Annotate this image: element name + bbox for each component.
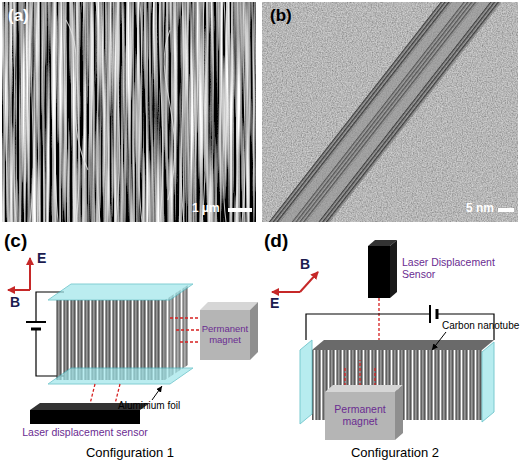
scale-bar: [228, 208, 252, 212]
magnet-face: [325, 392, 395, 440]
fiber: [30, 2, 33, 222]
nanotube-array: [312, 340, 494, 350]
nanotube-body: [262, 2, 518, 222]
fiber: [66, 20, 88, 170]
field-label: E: [37, 250, 46, 266]
fiber: [159, 2, 163, 222]
sem-background: [2, 2, 256, 222]
battery-symbol: [429, 305, 431, 323]
laser-beam: [378, 298, 379, 340]
field-arrow: [300, 272, 318, 292]
part-label: Carbon nanotube: [442, 320, 519, 332]
scale-bar: [498, 208, 514, 212]
field-label: B: [300, 256, 310, 272]
node-text: Laser Displacement Sensor: [402, 256, 512, 280]
aluminium-plate: [48, 284, 193, 300]
fiber: [76, 2, 79, 222]
battery-symbol: [26, 321, 46, 323]
panel-label: (d): [264, 230, 288, 252]
magnet-face: [250, 302, 258, 360]
part-label: Aluminium foil: [118, 400, 180, 412]
aluminium-plate: [48, 368, 193, 384]
sensor-face: [390, 240, 397, 298]
config-caption: Configuration 2: [320, 446, 470, 461]
laser-beam: [374, 366, 375, 386]
config-caption: Configuration 1: [55, 446, 205, 461]
nanotube-core: [262, 2, 513, 222]
field-label: E: [270, 295, 279, 311]
field-arrow: [8, 289, 30, 291]
magnet-face: [200, 310, 250, 360]
fiber: [96, 2, 100, 222]
laser-beam: [90, 384, 95, 404]
fiber: [55, 2, 58, 222]
sem-texture: [2, 2, 256, 222]
scale-label: 5 nm: [466, 202, 494, 216]
wire: [306, 314, 430, 340]
fiber: [202, 2, 205, 222]
magnet-face: [325, 385, 403, 392]
laser-beam: [359, 360, 360, 386]
sensor-box: Laser Displacement Sensor: [368, 246, 390, 298]
field-arrow: [29, 258, 31, 290]
aluminium-plate: [300, 340, 312, 424]
leader-arrow: [432, 332, 446, 350]
field-arrow: [272, 291, 300, 293]
magnet-box: Permanent magnet: [325, 392, 395, 440]
field-label: B: [10, 294, 20, 310]
fiber: [116, 2, 119, 222]
fiber: [181, 2, 184, 222]
scale-label: 1 µm: [192, 202, 220, 216]
magnet-face: [200, 302, 258, 310]
magnet-box: Permanent magnet: [200, 310, 250, 360]
fiber: [164, 30, 175, 200]
fiber: [14, 2, 16, 222]
magnet-face: [395, 385, 403, 440]
fiber: [223, 2, 226, 222]
laser-beam: [180, 341, 200, 342]
leader-arrow: [152, 386, 162, 400]
panel-label: (c): [4, 230, 27, 252]
aluminium-plate: [482, 342, 494, 422]
node-text: Permanent magnet: [325, 403, 395, 427]
laser-beam: [344, 366, 345, 386]
fiber: [139, 2, 142, 222]
panel-label: (b): [270, 6, 292, 26]
node-text: Laser displacement sensor: [10, 426, 160, 438]
nanotube-hollow: [262, 2, 518, 222]
node-text: Permanent magnet: [200, 324, 250, 346]
laser-beam: [176, 329, 200, 330]
fiber: [242, 2, 245, 222]
panel-label: (a): [8, 6, 29, 26]
laser-beam: [170, 317, 200, 318]
sensor-box: Laser displacement sensor: [30, 410, 140, 424]
